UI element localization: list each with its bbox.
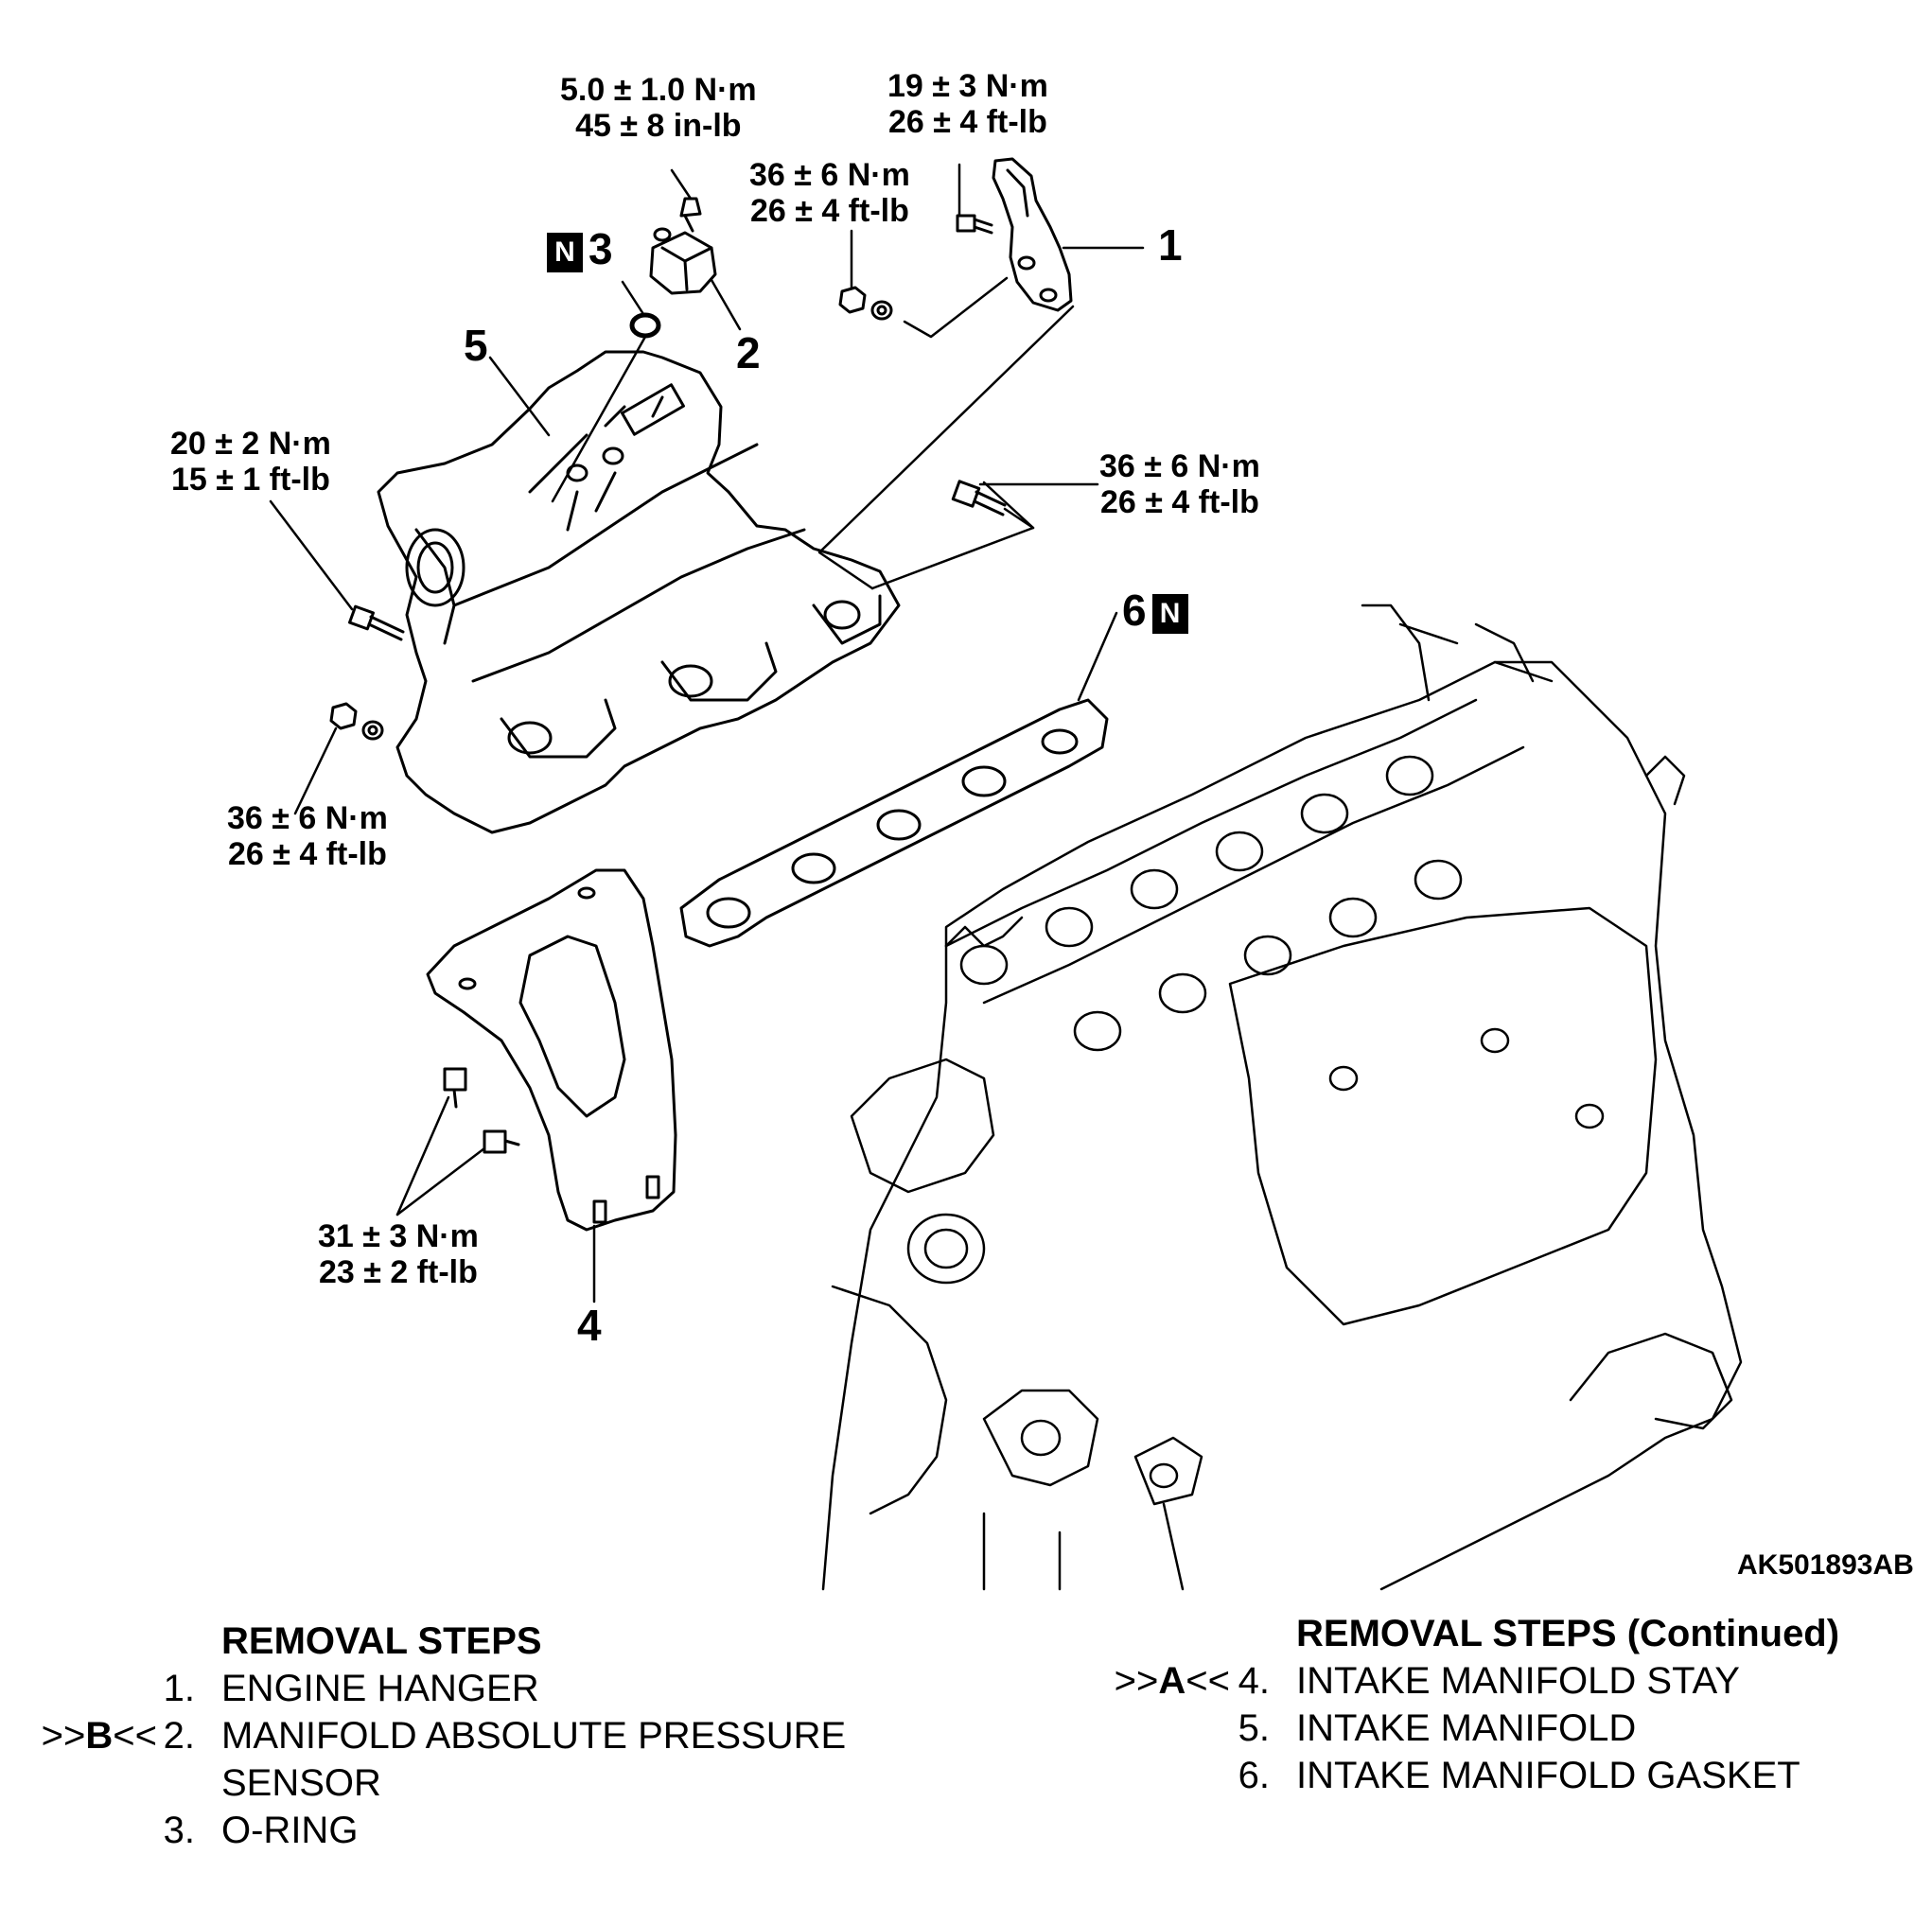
intake-manifold-part bbox=[377, 350, 901, 834]
manifold-nut-left bbox=[329, 702, 384, 741]
engine-hanger-part bbox=[992, 157, 1073, 312]
intake-manifold-stay-part bbox=[426, 868, 677, 1232]
removal-steps-continued-heading: REMOVAL STEPS (Continued) bbox=[1296, 1613, 1840, 1654]
list-item: 3. O-RING bbox=[163, 1810, 359, 1851]
callout-3-number: 3 bbox=[588, 224, 613, 273]
leader-lines bbox=[269, 163, 1145, 1303]
hanger-bolt bbox=[956, 214, 993, 235]
figure-id: AK501893AB bbox=[1737, 1549, 1914, 1581]
hanger-nut bbox=[838, 286, 893, 321]
exploded-view-diagram bbox=[269, 157, 1743, 1591]
manifold-bolt-left bbox=[348, 604, 405, 641]
list-item: 6. INTAKE MANIFOLD GASKET bbox=[1238, 1755, 1800, 1796]
intake-manifold-gasket-part bbox=[679, 698, 1109, 948]
o-ring-part bbox=[629, 312, 661, 339]
callout-4: 4 bbox=[577, 1301, 602, 1350]
list-item: 5. INTAKE MANIFOLD bbox=[1238, 1707, 1637, 1749]
list-item: 1. ENGINE HANGER bbox=[163, 1668, 539, 1709]
removal-steps-continued-heading-row: REMOVAL STEPS (Continued) bbox=[1098, 1610, 1839, 1657]
callout-1: 1 bbox=[1158, 220, 1183, 270]
removal-steps-list: REMOVAL STEPS 1. ENGINE HANGER >>B<< 2. … bbox=[28, 1618, 846, 1854]
list-item: SENSOR bbox=[221, 1762, 381, 1804]
removal-steps-heading-row: REMOVAL STEPS bbox=[28, 1618, 846, 1665]
removal-steps-heading: REMOVAL STEPS bbox=[221, 1620, 542, 1662]
new-part-marker: N bbox=[547, 232, 583, 272]
removal-steps-continued-list: REMOVAL STEPS (Continued) >>A<< 4. INTAK… bbox=[1098, 1610, 1839, 1799]
list-item: >>B<< 2. MANIFOLD ABSOLUTE PRESSURE bbox=[41, 1715, 847, 1757]
new-part-marker: N bbox=[1151, 593, 1188, 634]
callout-2: 2 bbox=[736, 328, 761, 377]
stay-bolts bbox=[443, 1067, 520, 1154]
callout-5: 5 bbox=[464, 321, 488, 370]
map-sensor-part bbox=[649, 227, 717, 295]
engine-block bbox=[821, 604, 1743, 1591]
map-sensor-bolt bbox=[679, 197, 702, 233]
manifold-bolt-right bbox=[951, 480, 1007, 516]
list-item: >>A<< 4. INTAKE MANIFOLD STAY bbox=[1114, 1660, 1740, 1702]
callout-6-number: 6 bbox=[1122, 586, 1147, 635]
